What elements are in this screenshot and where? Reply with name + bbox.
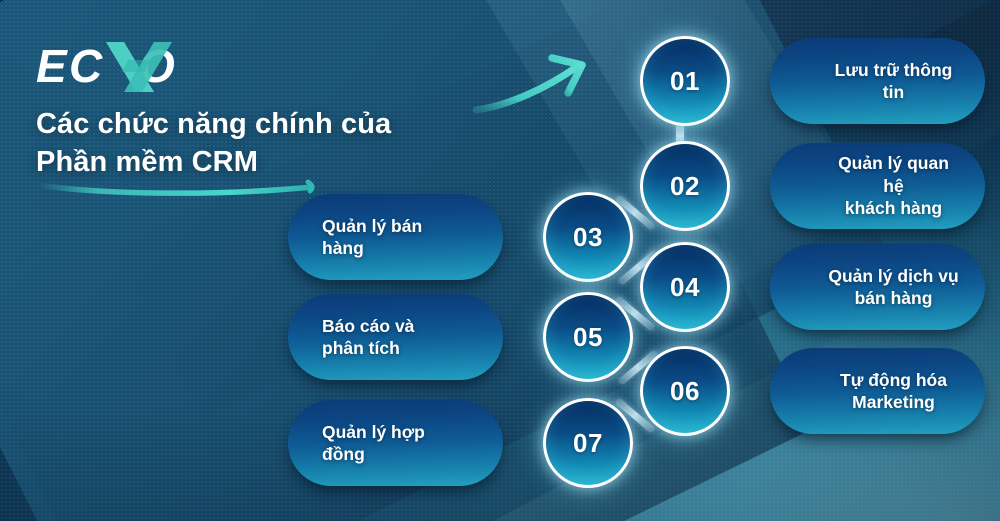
item-01-label: Lưu trữ thông tin — [826, 59, 961, 104]
logo-letter-e: E — [36, 40, 68, 92]
item-05-label: Báo cáo và phân tích — [322, 315, 447, 360]
item-03-number: 03 — [573, 221, 603, 252]
curved-arrow-icon — [470, 48, 605, 123]
item-03-label-line-1: Quản lý bán hàng — [322, 215, 423, 258]
item-05-number: 05 — [573, 321, 603, 352]
item-02[interactable]: Quản lý quan hệ khách hàng 02 — [640, 141, 985, 231]
connector-01-02 — [676, 118, 684, 154]
page-title: Các chức năng chính của Phần mềm CRM — [36, 105, 466, 182]
ecxo-logo: E C O — [36, 38, 236, 96]
item-06[interactable]: Tự động hóa Marketing 06 — [640, 346, 985, 436]
item-06-pill[interactable]: Tự động hóa Marketing — [770, 348, 985, 434]
item-07-number-badge[interactable]: 07 — [543, 398, 633, 488]
logo-letter-x — [106, 42, 172, 92]
item-05[interactable]: Báo cáo và phân tích 05 — [288, 292, 633, 382]
item-05-label-line-1: Báo cáo và phân tích — [322, 315, 415, 358]
item-07-number: 07 — [573, 427, 603, 458]
item-03-pill[interactable]: Quản lý bán hàng — [288, 194, 503, 280]
page-title-line-1: Các chức năng chính của — [36, 108, 392, 140]
item-02-label-line-1: Quản lý quan hệ — [838, 153, 949, 196]
item-02-label-line-2: khách hàng — [844, 198, 943, 219]
page-title-line-2: Phần mềm CRM — [36, 146, 258, 179]
item-06-label-line-1: Tự động hóa — [840, 369, 947, 390]
item-04-label-line-2: bán hàng — [854, 288, 933, 308]
item-03-number-badge[interactable]: 03 — [543, 192, 633, 282]
item-07-label-line-1: Quản lý hợp đồng — [322, 421, 425, 464]
item-04-pill[interactable]: Quản lý dịch vụ bán hàng — [770, 244, 985, 330]
item-04-number-badge[interactable]: 04 — [640, 242, 730, 332]
item-06-number: 06 — [670, 375, 700, 406]
item-02-number: 02 — [670, 170, 700, 201]
item-02-number-badge[interactable]: 02 — [640, 141, 730, 231]
item-04-number: 04 — [670, 271, 700, 302]
item-02-pill[interactable]: Quản lý quan hệ khách hàng — [770, 143, 985, 229]
item-04[interactable]: Quản lý dịch vụ bán hàng 04 — [640, 242, 985, 332]
title-underline-swoosh — [34, 176, 324, 198]
item-06-label-line-2: Marketing — [852, 392, 935, 412]
item-05-pill[interactable]: Báo cáo và phân tích — [288, 294, 503, 380]
item-06-label: Tự động hóa Marketing — [840, 369, 947, 414]
item-04-label: Quản lý dịch vụ bán hàng — [828, 265, 958, 310]
logo-letter-c: C — [69, 40, 103, 92]
item-01-number-badge[interactable]: 01 — [640, 36, 730, 126]
item-03-label: Quản lý bán hàng — [322, 215, 447, 260]
item-01-pill[interactable]: Lưu trữ thông tin — [770, 38, 985, 124]
item-06-number-badge[interactable]: 06 — [640, 346, 730, 436]
item-01-label-line-1: Lưu trữ thông tin — [834, 59, 953, 102]
item-07-pill[interactable]: Quản lý hợp đồng — [288, 400, 503, 486]
item-02-label: Quản lý quan hệ khách hàng — [826, 152, 961, 219]
item-01[interactable]: Lưu trữ thông tin 01 — [640, 36, 985, 126]
item-04-label-line-1: Quản lý dịch vụ — [828, 265, 959, 286]
item-01-number: 01 — [670, 65, 700, 96]
item-07[interactable]: Quản lý hợp đồng 07 — [288, 398, 633, 488]
item-05-number-badge[interactable]: 05 — [543, 292, 633, 382]
item-07-label: Quản lý hợp đồng — [322, 421, 447, 466]
item-03[interactable]: Quản lý bán hàng 03 — [288, 192, 633, 282]
